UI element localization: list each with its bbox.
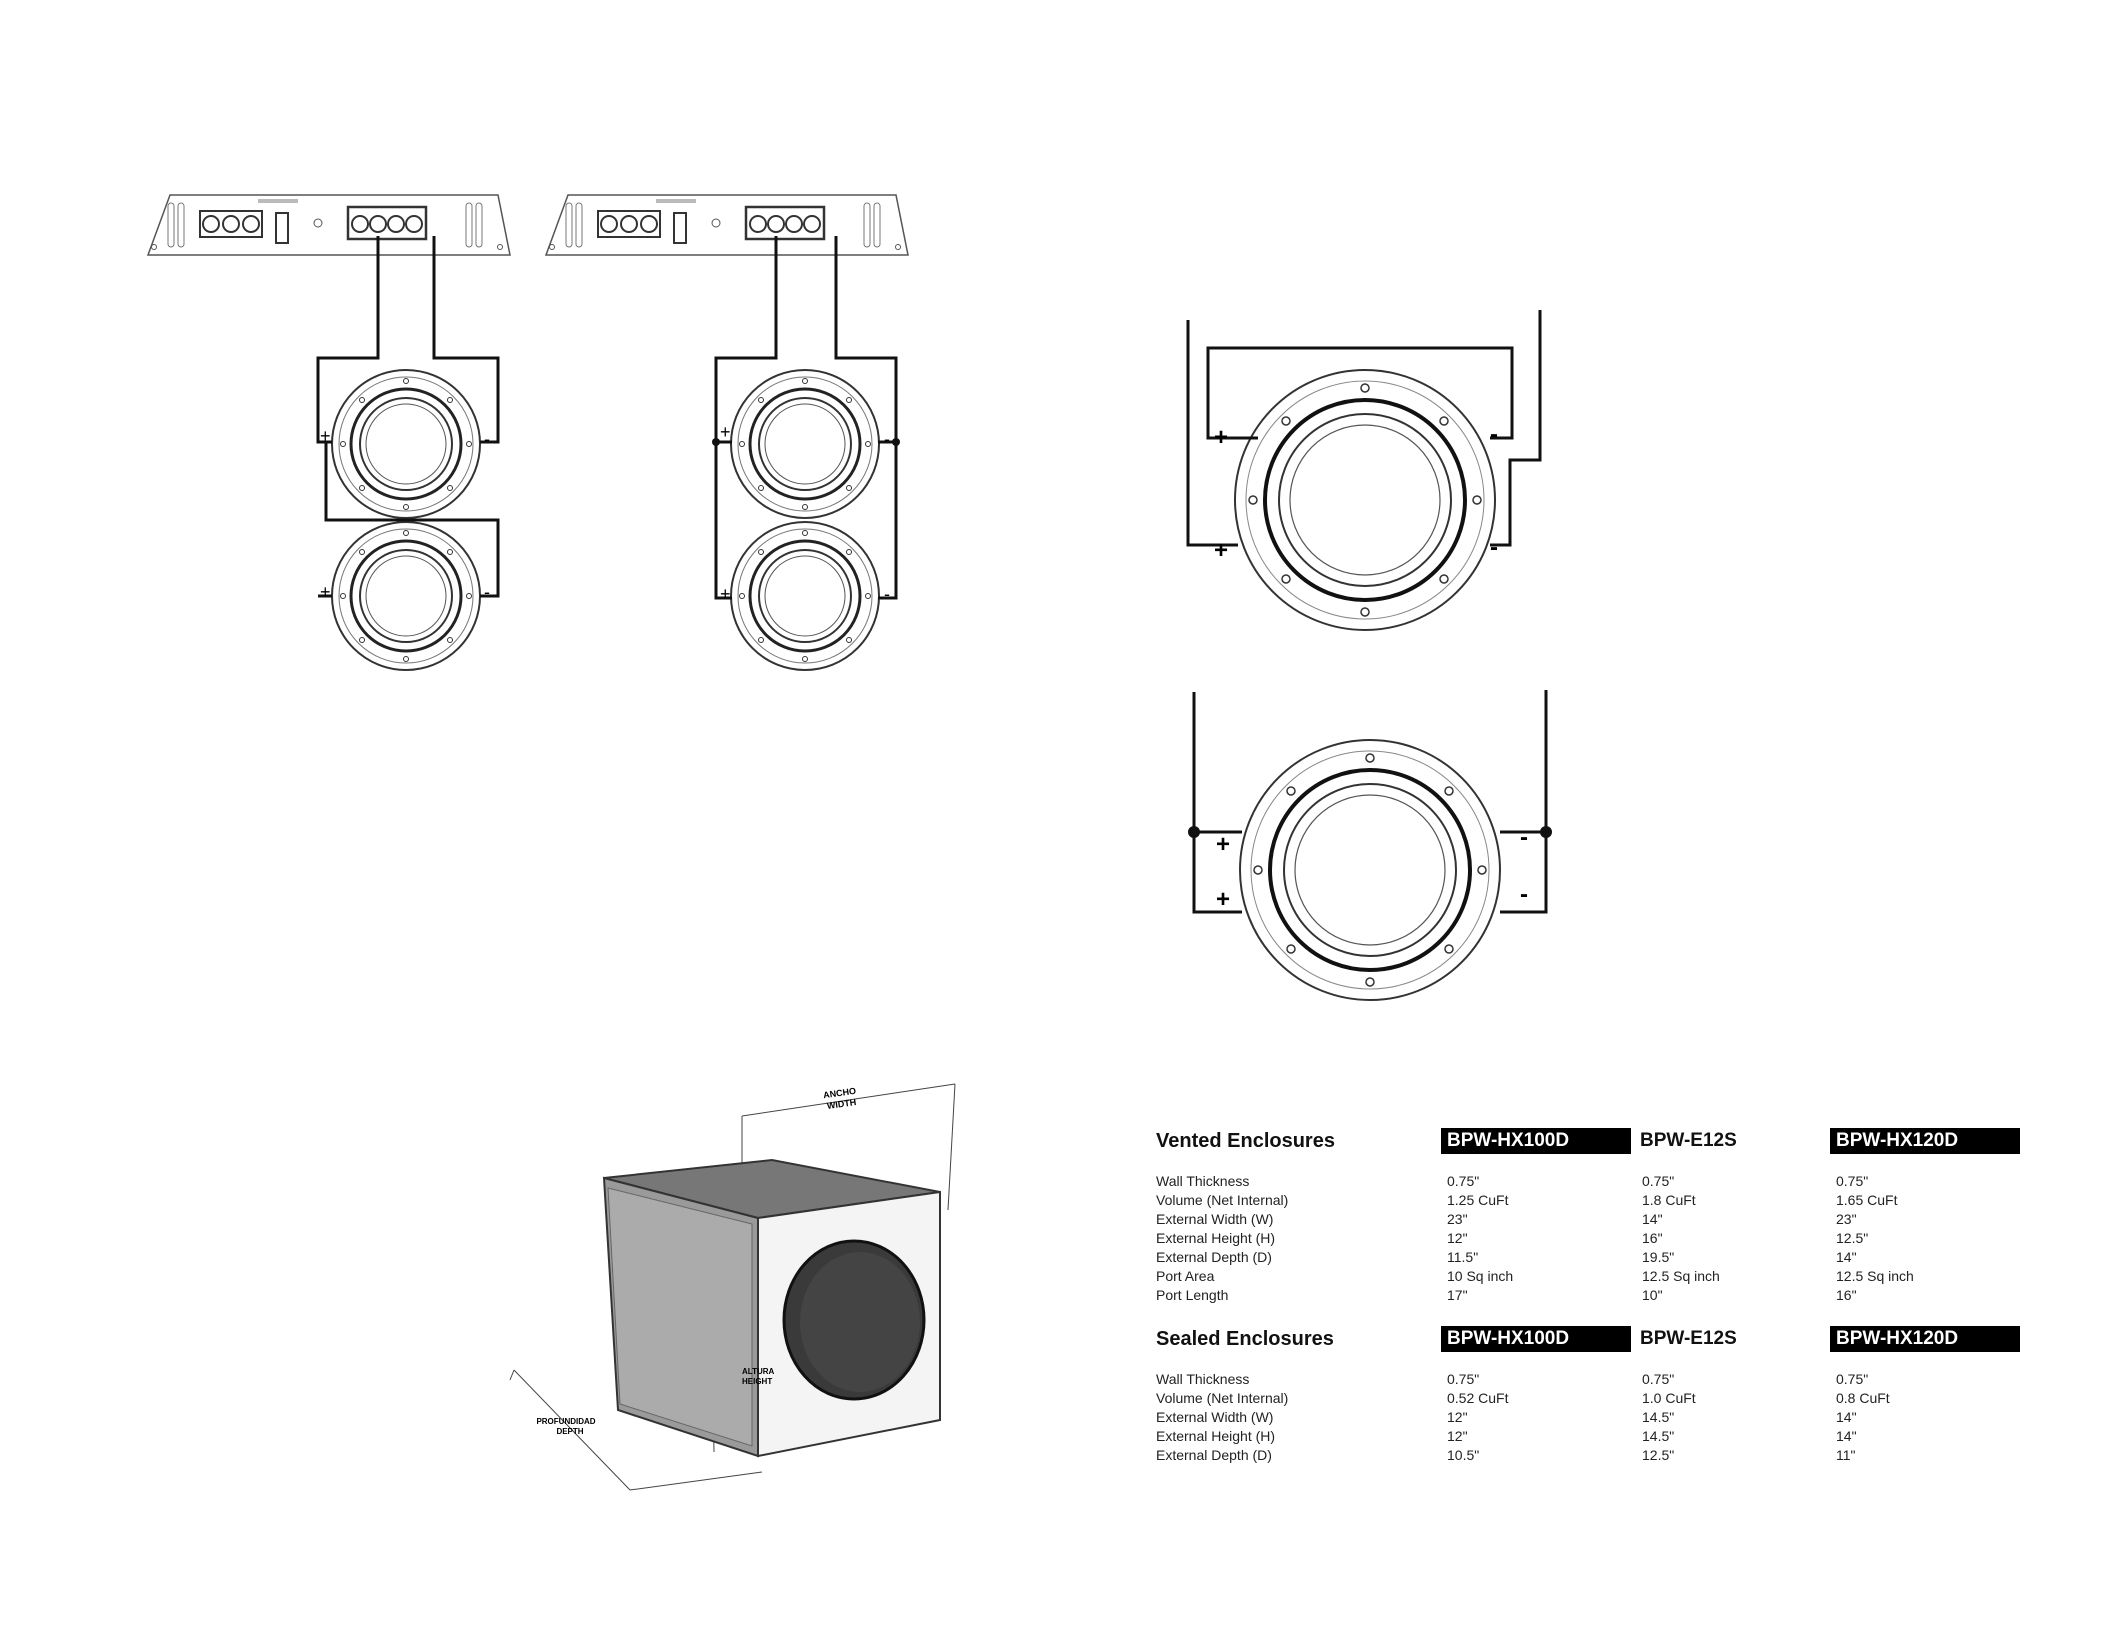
svg-text:+: +	[320, 582, 331, 602]
vented-cell: 19.5"	[1642, 1249, 1675, 1265]
dvc-subwoofer-series	[1233, 368, 1497, 632]
svg-text:PROFUNDIDAD: PROFUNDIDAD	[536, 1417, 595, 1426]
vented-cell: 23"	[1836, 1211, 1857, 1227]
amp-wiring-diagram: + - + - + - + -	[146, 193, 910, 672]
svg-text:+: +	[1214, 537, 1228, 564]
vented-cell: 16"	[1836, 1287, 1857, 1303]
vented-row-label: Port Length	[1156, 1287, 1229, 1303]
dvc-wiring-diagram: + - + - + - + -	[1186, 310, 1552, 1002]
sealed-cell: 0.75"	[1642, 1371, 1675, 1387]
svg-text:+: +	[720, 584, 731, 604]
vented-model-3: BPW-HX120D	[1830, 1128, 2020, 1154]
vented-cell: 1.65 CuFt	[1836, 1192, 1898, 1208]
spec-tables: Vented Enclosures BPW-HX100D BPW-E12S BP…	[1150, 1128, 2050, 1488]
sealed-cell: 10.5"	[1447, 1447, 1480, 1463]
vented-cell: 12"	[1447, 1230, 1468, 1246]
sealed-cell: 0.75"	[1447, 1371, 1480, 1387]
svg-text:-: -	[1490, 421, 1498, 448]
sealed-cell: 14.5"	[1642, 1409, 1675, 1425]
svg-text:-: -	[884, 429, 890, 449]
svg-text:HEIGHT: HEIGHT	[742, 1377, 772, 1386]
vented-cell: 14"	[1642, 1211, 1663, 1227]
sealed-row-label: External Depth (D)	[1156, 1447, 1272, 1463]
vented-cell: 12.5 Sq inch	[1642, 1268, 1720, 1284]
vented-row-label: Volume (Net Internal)	[1156, 1192, 1289, 1208]
sealed-cell: 12"	[1447, 1409, 1468, 1425]
sealed-model-2: BPW-E12S	[1640, 1328, 1737, 1349]
svg-text:-: -	[484, 582, 490, 602]
vented-row-label: External Height (H)	[1156, 1230, 1276, 1246]
vented-cell: 11.5"	[1447, 1249, 1479, 1265]
svg-text:-: -	[884, 584, 890, 604]
vented-row-label: Wall Thickness	[1156, 1173, 1250, 1189]
sealed-cell: 14.5"	[1642, 1428, 1675, 1444]
sealed-model-1: BPW-HX100D	[1441, 1326, 1631, 1352]
svg-text:+: +	[720, 422, 731, 442]
sealed-cell: 11"	[1836, 1447, 1856, 1463]
vented-cell: 14"	[1836, 1249, 1857, 1265]
svg-text:+: +	[1216, 886, 1230, 913]
subwoofer-right-bottom	[729, 520, 881, 672]
svg-text:-: -	[1490, 534, 1498, 561]
amplifier-left	[146, 193, 512, 257]
svg-text:DEPTH: DEPTH	[556, 1427, 583, 1436]
svg-text:WIDTH: WIDTH	[826, 1097, 857, 1111]
vented-cell: 0.75"	[1836, 1173, 1869, 1189]
svg-text:-: -	[1520, 881, 1528, 908]
vented-title: Vented Enclosures	[1156, 1130, 1335, 1152]
sealed-cell: 14"	[1836, 1428, 1857, 1444]
vented-model-1: BPW-HX100D	[1441, 1128, 1631, 1154]
svg-text:-: -	[484, 429, 490, 449]
subwoofer-left-bottom	[330, 520, 482, 672]
sealed-row-label: External Width (W)	[1156, 1409, 1274, 1425]
sealed-cell: 0.52 CuFt	[1447, 1390, 1509, 1406]
vented-row-label: Port Area	[1156, 1268, 1215, 1284]
subwoofer-left-top	[330, 368, 482, 520]
sealed-cell: 14"	[1836, 1409, 1857, 1425]
vented-cell: 12.5 Sq inch	[1836, 1268, 1914, 1284]
sealed-cell: 0.8 CuFt	[1836, 1390, 1890, 1406]
svg-text:ALTURA: ALTURA	[742, 1367, 775, 1376]
vented-cell: 0.75"	[1447, 1173, 1480, 1189]
sealed-cell: 1.0 CuFt	[1642, 1390, 1696, 1406]
vented-cell: 16"	[1642, 1230, 1663, 1246]
vented-row-label: External Depth (D)	[1156, 1249, 1272, 1265]
sealed-cell: 0.75"	[1836, 1371, 1869, 1387]
enclosure-diagram: ANCHO WIDTH ALTURA HEIGHT PROFUNDIDAD DE…	[509, 1083, 956, 1491]
vented-cell: 1.25 CuFt	[1447, 1192, 1509, 1208]
vented-cell: 1.8 CuFt	[1642, 1192, 1696, 1208]
sealed-row-label: Wall Thickness	[1156, 1371, 1250, 1387]
vented-row-label: External Width (W)	[1156, 1211, 1274, 1227]
svg-text:ANCHO: ANCHO	[823, 1086, 857, 1100]
dvc-subwoofer-parallel	[1238, 738, 1502, 1002]
sealed-title: Sealed Enclosures	[1156, 1328, 1334, 1350]
amplifier-right	[544, 193, 910, 257]
vented-cell: 0.75"	[1642, 1173, 1675, 1189]
sealed-cell: 12.5"	[1642, 1447, 1675, 1463]
vented-cell: 23"	[1447, 1211, 1468, 1227]
svg-text:-: -	[1520, 824, 1528, 851]
sealed-cell: 12"	[1447, 1428, 1468, 1444]
svg-text:+: +	[1216, 831, 1230, 858]
vented-cell: 17"	[1447, 1287, 1468, 1303]
subwoofer-right-top	[729, 368, 881, 520]
sealed-model-3: BPW-HX120D	[1830, 1326, 2020, 1352]
sealed-row-label: Volume (Net Internal)	[1156, 1390, 1289, 1406]
vented-cell: 12.5"	[1836, 1230, 1869, 1246]
vented-model-2: BPW-E12S	[1640, 1130, 1737, 1151]
svg-text:+: +	[1214, 424, 1228, 451]
vented-cell: 10"	[1642, 1287, 1663, 1303]
vented-cell: 10 Sq inch	[1447, 1268, 1514, 1284]
svg-text:+: +	[320, 426, 331, 446]
sealed-row-label: External Height (H)	[1156, 1428, 1276, 1444]
